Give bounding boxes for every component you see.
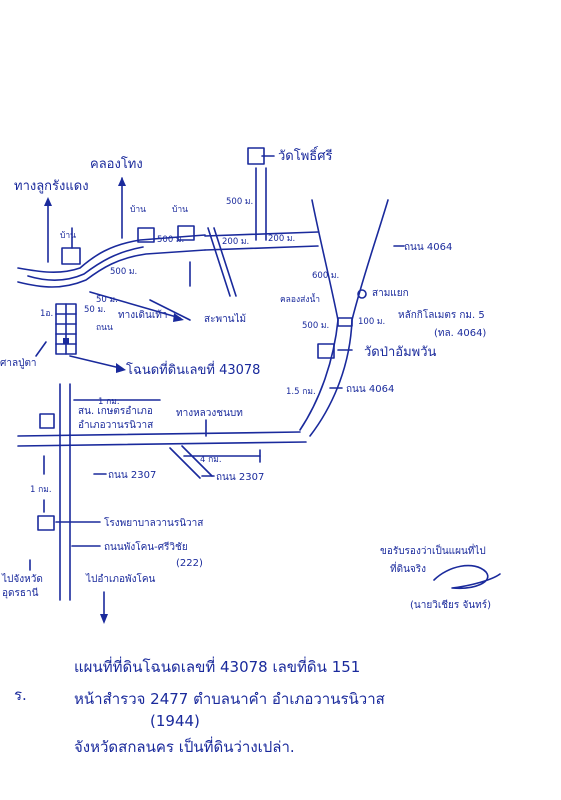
footer-prefix: ร. — [14, 686, 27, 704]
office-label-1: สน. เกษตรอำเภอ — [78, 406, 153, 417]
wooden-bridge-label: สะพานไม้ — [204, 313, 246, 325]
footer-line-2: หน้าสำรวจ 2477 ตำบลนาคำ อำเภอวานรนิวาส — [74, 690, 385, 708]
arrow-line — [69, 355, 121, 369]
house-label: บ้าน — [172, 204, 188, 215]
house-box — [61, 247, 81, 265]
house-box — [177, 225, 195, 241]
distance-label: 200 ม. — [268, 234, 295, 244]
road-4064-top-label: ถนน 4064 — [404, 242, 452, 253]
temple-right-label: วัดป่าอัมพวัน — [364, 345, 437, 360]
road-2307-a-label: ถนน 2307 — [108, 470, 156, 481]
distance-label: 100 ม. — [358, 317, 385, 327]
plot-marker — [63, 338, 69, 344]
distance-label: 50 ม. — [84, 305, 106, 315]
arrowhead — [44, 197, 52, 206]
arrowhead — [116, 363, 126, 373]
road-222-label: (222) — [176, 558, 203, 569]
house-box — [137, 227, 155, 243]
canal-bridge-label: คลองส่งน้ำ — [280, 293, 320, 305]
canal-line-inner — [27, 246, 144, 282]
house-label: บ้าน — [60, 230, 76, 241]
distance-label: 500 ม. — [226, 197, 253, 207]
km-post-marker — [337, 317, 353, 327]
sign-line-2: ที่ดินจริง — [390, 561, 426, 575]
canal-name-label: คลองโทง — [90, 156, 143, 172]
walk-path-label: ทางเดินเท้า — [118, 309, 167, 321]
road-small-label: ถนน — [96, 323, 113, 333]
km-post-label: หลักกิโลเมตร กม. 5 — [398, 308, 485, 321]
signature-scribble — [433, 564, 501, 590]
sign-line-1: ขอรับรองว่าเป็นแผนที่ไป — [380, 543, 486, 557]
temple-top-label: วัดโพธิ์ศรี — [278, 146, 332, 164]
school-pillar-label: 1อ. — [40, 309, 53, 319]
house-label: บ้าน — [130, 204, 146, 215]
road-4064-mid-label: ถนน 4064 — [346, 384, 394, 395]
hospital-label: โรงพยาบาลวานรนิวาส — [104, 516, 203, 529]
arrowhead — [100, 614, 108, 624]
arrowhead — [118, 177, 126, 186]
canal-line-upper — [17, 234, 206, 273]
road-line — [169, 447, 201, 479]
road-line — [204, 245, 319, 251]
to-down-label: ไปอำเภอพังโคน — [85, 572, 156, 585]
office-label-2: อำเภอวานรนิวาส — [78, 420, 153, 431]
distance-label: 500 ม. — [110, 267, 137, 277]
signer-label: (นายวิเชียร จันทร์) — [410, 599, 491, 611]
distance-label: 200 ม. — [222, 237, 249, 247]
top-left-canal-label: ทางลูกรังแดง — [14, 179, 89, 194]
spring-marker — [357, 289, 367, 299]
road-2307-line — [17, 431, 301, 437]
arrowhead — [173, 313, 184, 322]
distance-label: 50 ม. — [96, 295, 118, 305]
road-2307-line — [17, 441, 307, 447]
arrow-line — [149, 299, 191, 321]
office-box — [39, 413, 55, 429]
to-left-label-2: อุดรธานี — [2, 587, 39, 599]
to-left-label-1: ไปจังหวัด — [1, 573, 43, 585]
road-line — [204, 231, 319, 237]
temple-right-box — [317, 343, 335, 359]
distance-label: 500 ม. — [157, 235, 184, 245]
deed-label: โฉนดที่ดินเลขที่ 43078 — [126, 361, 260, 378]
footer-line-1: แผนที่ที่ดินโฉนดเลขที่ 43078 เลขที่ดิน 1… — [74, 656, 360, 676]
road-line — [181, 445, 213, 477]
km-post-note: (ทล. 4064) — [434, 328, 486, 339]
distance-label: 1 กม. — [98, 397, 120, 407]
pagoda-label: ศาลปู่ตา — [0, 358, 37, 369]
distance-label: 4 กม. — [200, 455, 222, 465]
arrow-line — [35, 341, 47, 357]
arrow-line — [89, 291, 181, 319]
distance-label: 600 ม. — [312, 271, 339, 281]
distance-label: 500 ม. — [302, 321, 329, 331]
footer-line-3: จังหวัดสกลนคร เป็นที่ดินว่างเปล่า. — [74, 736, 295, 756]
spring-label: สามแยก — [372, 288, 409, 299]
hospital-box — [37, 515, 55, 531]
canal-line-lower — [17, 249, 206, 288]
road-2307-b-label: ถนน 2307 — [216, 472, 264, 483]
bridge-line — [213, 227, 237, 297]
distance-label: 1 กม. — [30, 485, 52, 495]
road-phangkhon-label: ถนนพังโคน-ศรีวิชัย — [104, 540, 188, 553]
rural-road-label: ทางหลวงชนบท — [176, 408, 243, 419]
bridge-line — [207, 227, 231, 297]
footer-line-2b: (1944) — [150, 712, 200, 730]
distance-label: 1.5 กม. — [286, 387, 316, 397]
